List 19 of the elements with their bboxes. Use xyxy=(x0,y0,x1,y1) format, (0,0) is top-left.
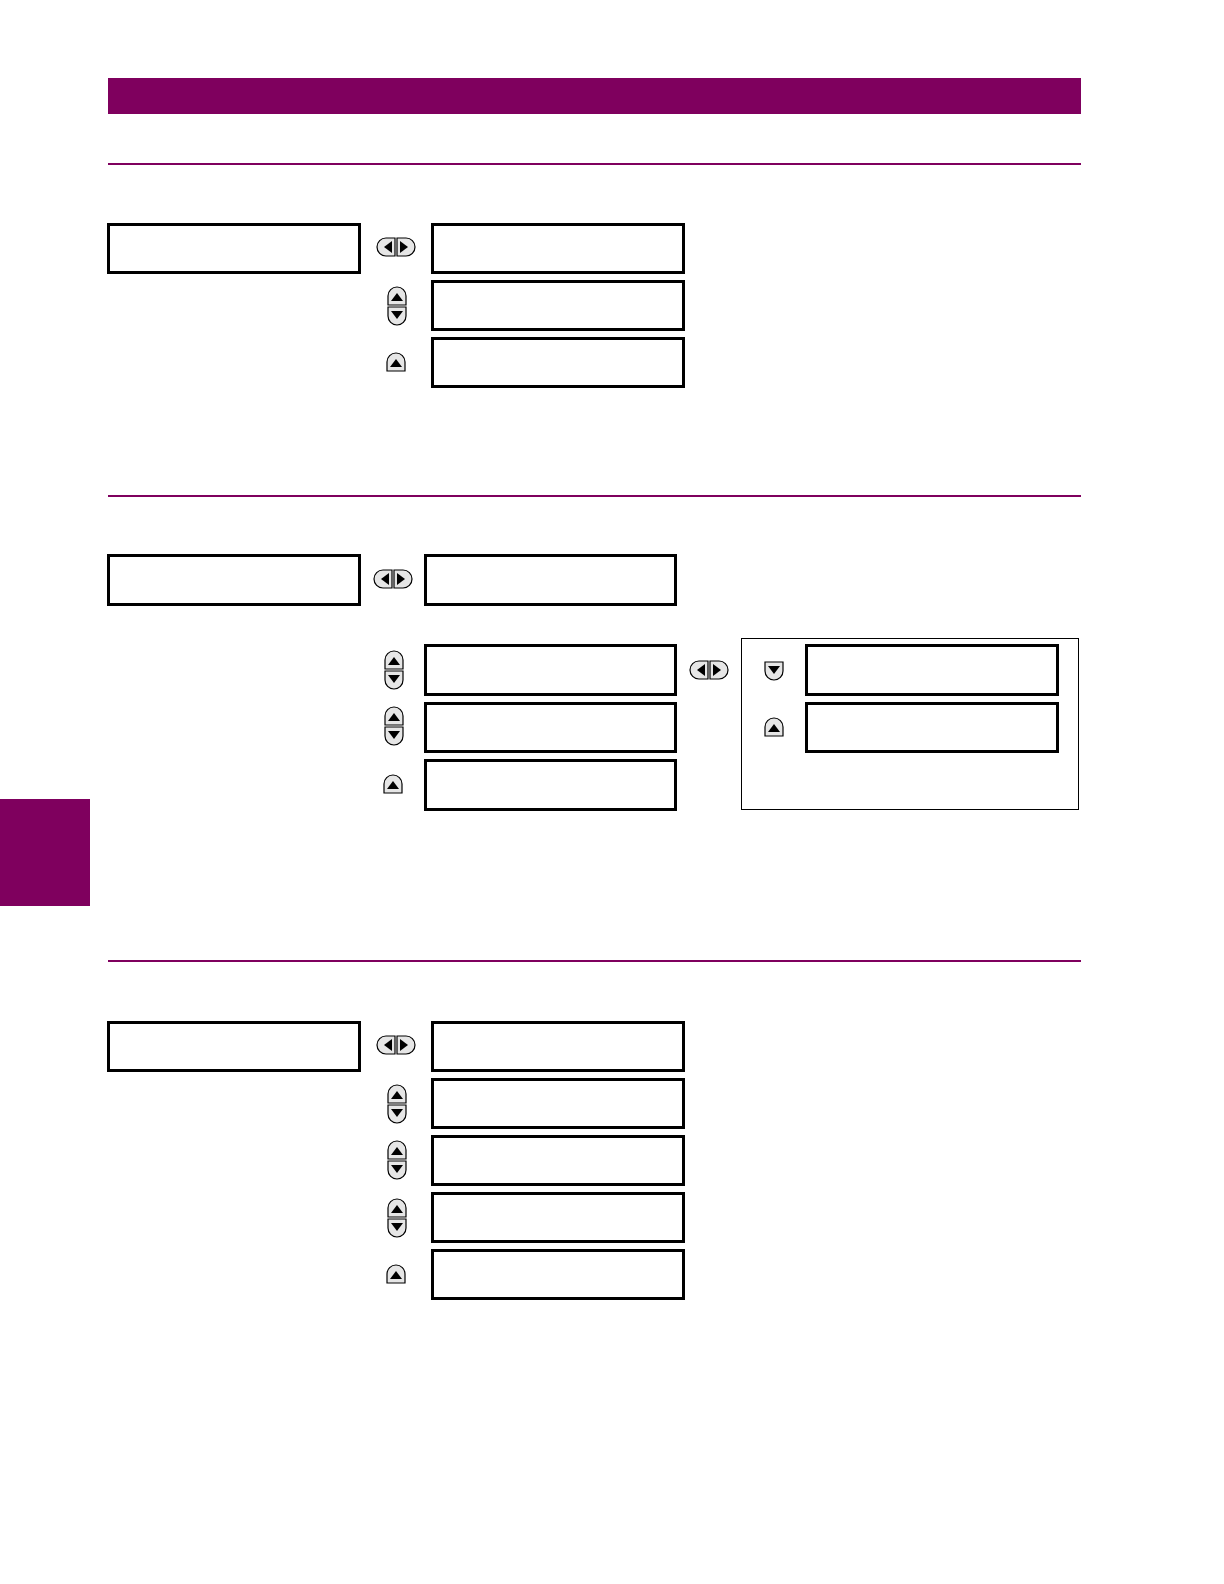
display-box xyxy=(424,702,677,753)
group-frame xyxy=(741,638,1079,810)
display-box xyxy=(431,337,685,388)
display-box xyxy=(107,223,361,274)
display-box xyxy=(424,554,677,606)
display-box xyxy=(431,1078,685,1129)
display-box xyxy=(431,223,685,274)
display-box xyxy=(805,644,1059,696)
display-box xyxy=(107,554,361,606)
display-box xyxy=(431,280,685,331)
display-box xyxy=(107,1021,361,1072)
display-box xyxy=(805,702,1059,753)
display-box xyxy=(424,759,677,811)
display-box xyxy=(431,1192,685,1243)
display-box xyxy=(424,644,677,696)
display-box xyxy=(431,1249,685,1300)
display-box xyxy=(431,1135,685,1186)
display-box xyxy=(431,1021,685,1072)
side-tab xyxy=(0,799,90,906)
